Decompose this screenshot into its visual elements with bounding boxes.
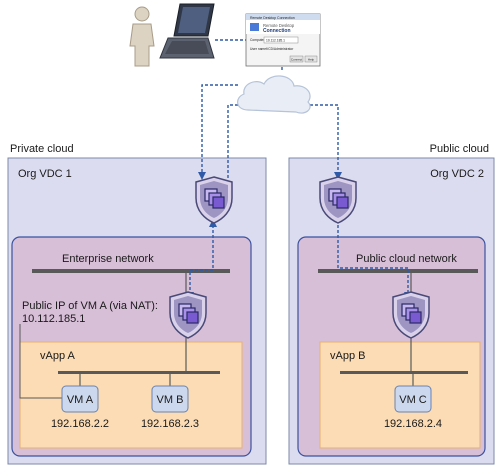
dialog-help-label: Help (308, 58, 315, 62)
dialog-header-line2: Connection (263, 28, 291, 34)
remote-desktop-dialog: Remote Desktop Connection Remote Desktop… (245, 13, 321, 67)
enterprise-network-bar (32, 269, 230, 273)
nat-pointer-line (19, 324, 64, 399)
dashed-links (189, 39, 409, 292)
dialog-computer-value: 10.112.185.1 (266, 39, 285, 43)
laptop-icon (159, 3, 215, 59)
vm-b-label: VM B (157, 394, 184, 406)
dialog-computer-field[interactable] (263, 36, 299, 44)
dialog-logo-icon (250, 23, 259, 31)
cloud-to-gateway1-down-link (201, 84, 238, 172)
vm-c-box[interactable] (394, 385, 432, 413)
public-cloud-network-bar (318, 269, 478, 273)
vapp-b-label: vApp B (330, 350, 365, 362)
dialog-header-line1: Remote Desktop (263, 23, 295, 28)
cloud-to-gateway2-link (300, 104, 339, 172)
public-cloud-network-label: Public cloud network (356, 253, 457, 265)
vapp-a-label: vApp A (40, 350, 76, 362)
public-cloud-title: Public cloud (430, 143, 489, 155)
dialog-help-button[interactable] (304, 55, 318, 63)
dialog-connect-label: Connect (291, 58, 302, 62)
vapp-a-network-bar (58, 371, 220, 374)
vapp-a-box (19, 341, 243, 449)
person-icon (129, 6, 155, 67)
gateway1-to-cloud-up-link (227, 104, 242, 178)
dialog-username-label: User name: (250, 47, 267, 51)
nat-note-line1: Public IP of VM A (via NAT): (22, 300, 158, 312)
nat-note-line2: 10.112.185.1 (22, 313, 85, 325)
vapp-b-network-bar (340, 371, 468, 374)
vm-c-ip: 192.168.2.4 (384, 418, 442, 430)
vm-a-ip: 192.168.2.2 (51, 418, 109, 430)
vm-a-label: VM A (67, 394, 94, 406)
cloud-icon (237, 75, 311, 114)
vm-b-ip: 192.168.2.3 (141, 418, 199, 430)
gateway2-to-public-net-link (337, 220, 409, 292)
vm-a-box[interactable] (61, 385, 99, 413)
dialog-connect-button[interactable] (289, 55, 304, 63)
dialog-computer-label: Computer: (250, 38, 265, 42)
org-vdc-2-label: Org VDC 2 (430, 168, 484, 180)
org-vdc-1-label: Org VDC 1 (18, 168, 72, 180)
vm-b-box[interactable] (151, 385, 189, 413)
vm-c-label: VM C (399, 394, 427, 406)
dialog-window-title: Remote Desktop Connection (250, 16, 295, 20)
private-cloud-title: Private cloud (10, 143, 74, 155)
gateway1-to-enterprise-link (189, 225, 214, 292)
dialog-username-value: VCD\Administrator (266, 47, 294, 51)
enterprise-network-label: Enterprise network (62, 253, 154, 265)
